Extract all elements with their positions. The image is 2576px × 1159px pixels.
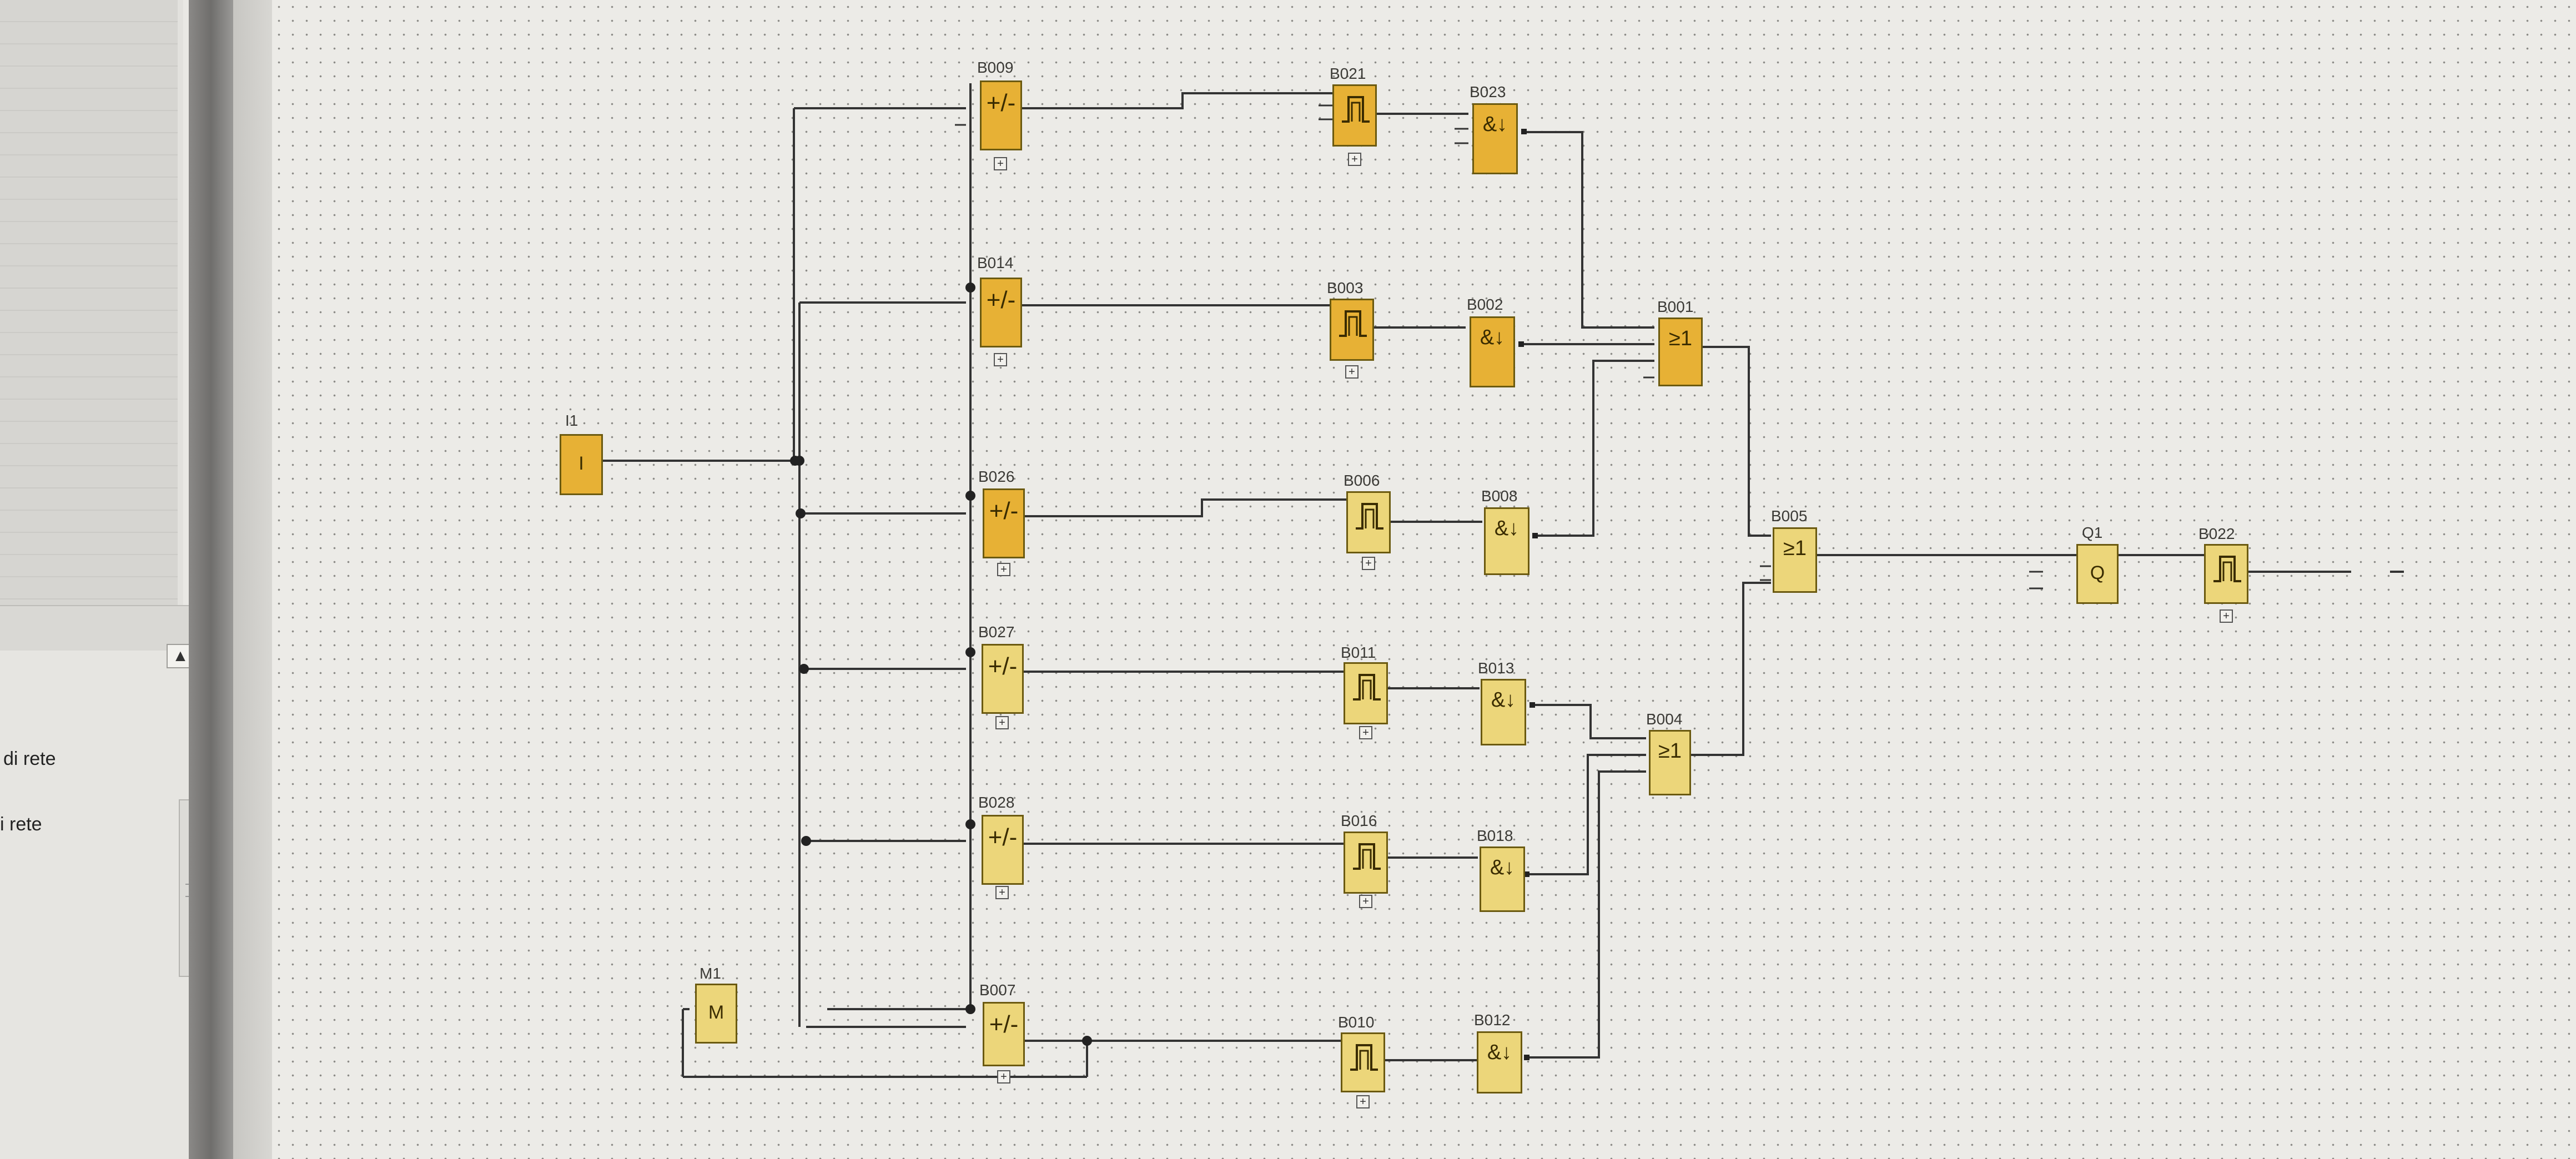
pulse-timer-icon xyxy=(1352,840,1382,873)
timer-block-b011[interactable] xyxy=(1344,662,1388,724)
plus-box-icon[interactable]: + xyxy=(1359,895,1372,908)
counter-block-b028[interactable]: +/- xyxy=(982,815,1024,885)
and-symbol: &↓ xyxy=(1486,518,1528,539)
block-label: B011 xyxy=(1341,644,1376,662)
plus-box-icon[interactable]: + xyxy=(997,1070,1010,1084)
block-label: B006 xyxy=(1344,472,1380,490)
and-symbol: &↓ xyxy=(1471,327,1513,348)
or-block-b001[interactable]: ≥1 xyxy=(1658,318,1703,386)
plus-box-icon[interactable]: + xyxy=(994,353,1007,366)
and-block-b012[interactable]: &↓ xyxy=(1477,1031,1522,1094)
window-divider xyxy=(189,0,233,1159)
block-label-q1: Q1 xyxy=(2082,524,2102,542)
plus-box-icon[interactable]: + xyxy=(1345,365,1359,379)
block-label-m1: M1 xyxy=(700,965,721,982)
block-label: B026 xyxy=(978,468,1014,486)
and-block-b008[interactable]: &↓ xyxy=(1484,507,1530,575)
plus-box-icon[interactable]: + xyxy=(1348,153,1361,166)
plus-box-icon[interactable]: + xyxy=(997,563,1010,576)
pulse-timer-icon xyxy=(1341,93,1371,126)
pulse-timer-icon xyxy=(1338,307,1368,340)
counter-symbol: +/- xyxy=(984,1012,1023,1037)
block-label: B021 xyxy=(1330,65,1366,83)
counter-block-b027[interactable]: +/- xyxy=(982,644,1024,714)
or-symbol: ≥1 xyxy=(1660,328,1701,349)
counter-block-b009[interactable]: +/- xyxy=(980,80,1022,150)
block-label: B018 xyxy=(1477,827,1513,845)
input-block-i1[interactable]: I xyxy=(560,434,603,495)
properties-list[interactable] xyxy=(0,0,178,605)
timer-block-b010[interactable] xyxy=(1341,1032,1385,1092)
list-item[interactable]: di rete xyxy=(3,748,56,770)
block-label: B022 xyxy=(2198,525,2235,543)
block-label: B023 xyxy=(1470,83,1506,101)
plus-box-icon[interactable]: + xyxy=(2220,609,2233,623)
timer-block-b003[interactable] xyxy=(1330,299,1374,361)
plus-box-icon[interactable]: + xyxy=(1359,726,1372,739)
or-block-b004[interactable]: ≥1 xyxy=(1649,730,1691,795)
counter-block-b026[interactable]: +/- xyxy=(983,488,1025,558)
timer-block-b022[interactable] xyxy=(2204,544,2248,604)
pulse-timer-icon xyxy=(1355,500,1385,533)
counter-symbol: +/- xyxy=(983,654,1022,679)
counter-symbol: +/- xyxy=(982,288,1020,313)
and-symbol: &↓ xyxy=(1478,1042,1521,1063)
or-symbol: ≥1 xyxy=(1651,740,1689,762)
block-label: B027 xyxy=(978,623,1014,641)
block-label: B005 xyxy=(1771,507,1807,525)
plus-box-icon[interactable]: + xyxy=(995,886,1009,899)
pulse-timer-icon xyxy=(1352,671,1382,704)
list-item[interactable]: i rete xyxy=(0,814,42,835)
counter-block-b014[interactable]: +/- xyxy=(980,278,1022,347)
plus-box-icon[interactable]: + xyxy=(994,157,1007,170)
counter-symbol: +/- xyxy=(982,91,1020,115)
pulse-timer-icon xyxy=(2212,552,2242,586)
block-label: B028 xyxy=(978,794,1014,812)
timer-block-b016[interactable] xyxy=(1344,832,1388,894)
or-block-b005[interactable]: ≥1 xyxy=(1773,527,1817,593)
block-label: B003 xyxy=(1327,279,1363,297)
block-label: B009 xyxy=(977,59,1013,77)
diagram-canvas[interactable]: I1 I M1 M Q1 Q B009 +/- + B014 +/- + B02… xyxy=(272,0,2576,1159)
counter-block-b007[interactable]: +/- xyxy=(983,1002,1025,1066)
left-panel: ▲ di rete i rete xyxy=(0,0,183,1159)
and-symbol: &↓ xyxy=(1481,857,1523,878)
and-block-b023[interactable]: &↓ xyxy=(1472,103,1518,174)
block-label: B008 xyxy=(1481,487,1517,505)
timer-block-b021[interactable] xyxy=(1332,84,1377,147)
plus-box-icon[interactable]: + xyxy=(1356,1095,1370,1108)
block-label: B016 xyxy=(1341,812,1377,830)
and-block-b002[interactable]: &↓ xyxy=(1470,316,1515,387)
block-label: B013 xyxy=(1478,659,1514,677)
and-block-b018[interactable]: &↓ xyxy=(1480,846,1525,912)
or-symbol: ≥1 xyxy=(1774,538,1815,559)
plus-box-icon[interactable]: + xyxy=(995,716,1009,729)
output-block-q1[interactable]: Q xyxy=(2076,544,2119,604)
block-label: B012 xyxy=(1474,1011,1510,1029)
pulse-timer-icon xyxy=(1349,1041,1379,1074)
block-label: B002 xyxy=(1467,296,1503,314)
counter-symbol: +/- xyxy=(983,825,1022,850)
block-label-i1: I1 xyxy=(565,412,578,430)
timer-block-b006[interactable] xyxy=(1346,491,1391,553)
block-label: B007 xyxy=(979,981,1015,999)
and-block-b013[interactable]: &↓ xyxy=(1481,679,1526,745)
counter-symbol: +/- xyxy=(984,499,1023,523)
block-label: B004 xyxy=(1646,710,1682,728)
and-symbol: &↓ xyxy=(1474,114,1516,135)
window-divider xyxy=(233,0,272,1159)
plus-box-icon[interactable]: + xyxy=(1362,557,1375,570)
block-label: B010 xyxy=(1338,1014,1374,1031)
block-label: B001 xyxy=(1657,298,1693,316)
block-label: B014 xyxy=(977,254,1013,272)
and-symbol: &↓ xyxy=(1482,689,1525,710)
flag-block-m1[interactable]: M xyxy=(695,984,737,1044)
